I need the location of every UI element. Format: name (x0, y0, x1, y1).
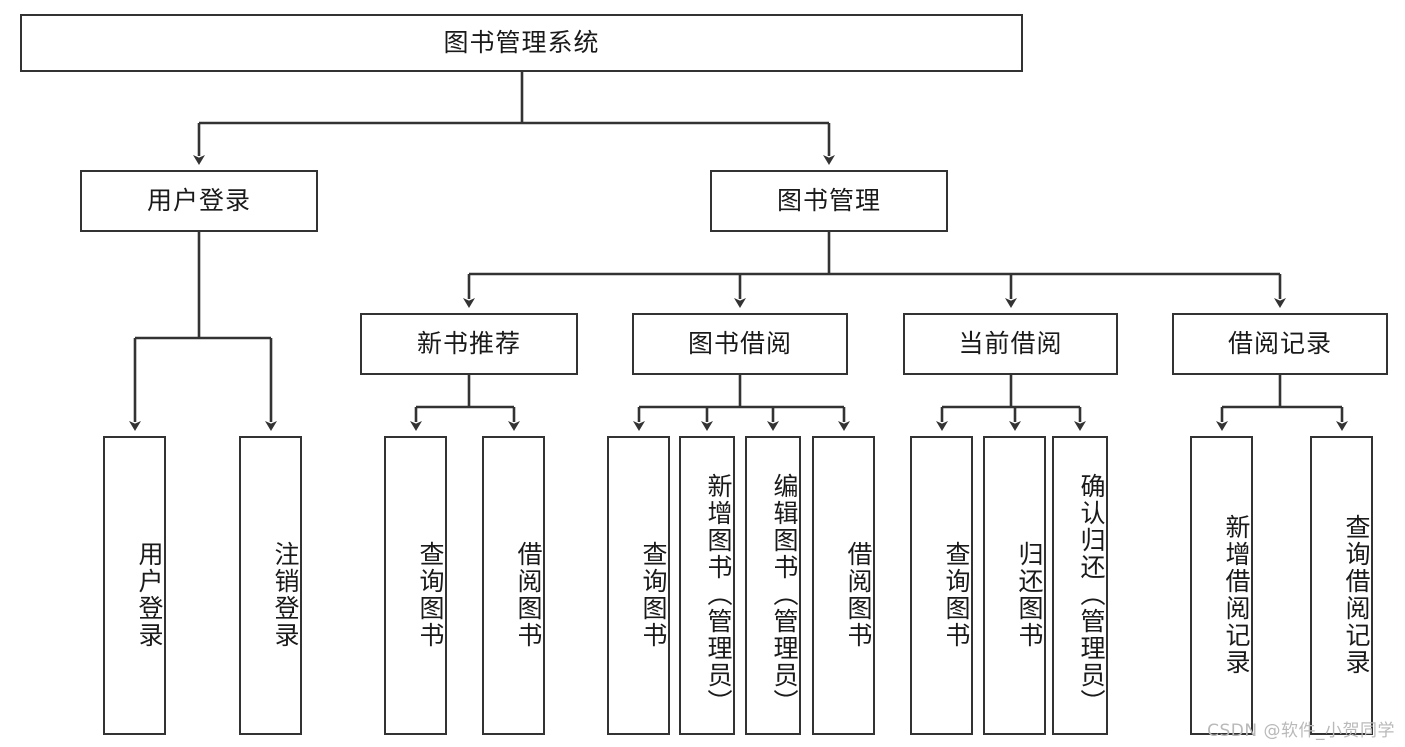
node-leaf-query-book-1-label: 查询图书 (416, 540, 445, 649)
node-leaf-query-book-3-label: 查询图书 (942, 540, 971, 649)
node-leaf-query-borrow-record[interactable]: 查询借阅记录 (1310, 436, 1373, 735)
node-leaf-add-book-admin-label: 新增图书（管理员） (704, 473, 733, 716)
node-leaf-query-borrow-record-label: 查询借阅记录 (1342, 513, 1371, 676)
node-current-borrow-label: 当前借阅 (958, 329, 1063, 359)
node-book-borrow[interactable]: 图书借阅 (632, 313, 848, 375)
node-leaf-add-book-admin[interactable]: 新增图书（管理员） (679, 436, 735, 735)
node-leaf-query-book-2[interactable]: 查询图书 (607, 436, 670, 735)
node-book-borrow-label: 图书借阅 (687, 329, 792, 359)
node-borrow-record[interactable]: 借阅记录 (1172, 313, 1388, 375)
node-leaf-confirm-return-admin-label: 确认归还（管理员） (1077, 473, 1106, 716)
node-leaf-borrow-book-2[interactable]: 借阅图书 (812, 436, 875, 735)
node-user-login[interactable]: 用户登录 (80, 170, 318, 232)
node-root[interactable]: 图书管理系统 (20, 14, 1023, 72)
node-leaf-logout-login[interactable]: 注销登录 (239, 436, 302, 735)
node-leaf-confirm-return-admin[interactable]: 确认归还（管理员） (1052, 436, 1108, 735)
node-leaf-user-login-label: 用户登录 (135, 540, 164, 649)
node-leaf-add-borrow-record[interactable]: 新增借阅记录 (1190, 436, 1253, 735)
node-leaf-return-book[interactable]: 归还图书 (983, 436, 1046, 735)
node-user-login-label: 用户登录 (146, 186, 251, 216)
node-new-book-recommend-label: 新书推荐 (416, 329, 521, 359)
node-leaf-edit-book-admin-label: 编辑图书（管理员） (770, 473, 799, 716)
node-leaf-logout-login-label: 注销登录 (271, 540, 300, 649)
node-leaf-add-borrow-record-label: 新增借阅记录 (1222, 513, 1251, 676)
node-book-manage-label: 图书管理 (776, 186, 881, 216)
watermark: CSDN @软件_小贺同学 (1207, 721, 1395, 741)
node-leaf-edit-book-admin[interactable]: 编辑图书（管理员） (745, 436, 801, 735)
node-current-borrow[interactable]: 当前借阅 (903, 313, 1118, 375)
node-borrow-record-label: 借阅记录 (1227, 329, 1332, 359)
node-new-book-recommend[interactable]: 新书推荐 (360, 313, 578, 375)
node-leaf-query-book-3[interactable]: 查询图书 (910, 436, 973, 735)
node-leaf-borrow-book-1[interactable]: 借阅图书 (482, 436, 545, 735)
node-leaf-return-book-label: 归还图书 (1015, 540, 1044, 649)
node-book-manage[interactable]: 图书管理 (710, 170, 948, 232)
node-leaf-borrow-book-2-label: 借阅图书 (844, 540, 873, 649)
node-leaf-query-book-1[interactable]: 查询图书 (384, 436, 447, 735)
node-leaf-query-book-2-label: 查询图书 (639, 540, 668, 649)
node-leaf-borrow-book-1-label: 借阅图书 (514, 540, 543, 649)
node-leaf-user-login[interactable]: 用户登录 (103, 436, 166, 735)
node-root-label: 图书管理系统 (443, 28, 600, 58)
